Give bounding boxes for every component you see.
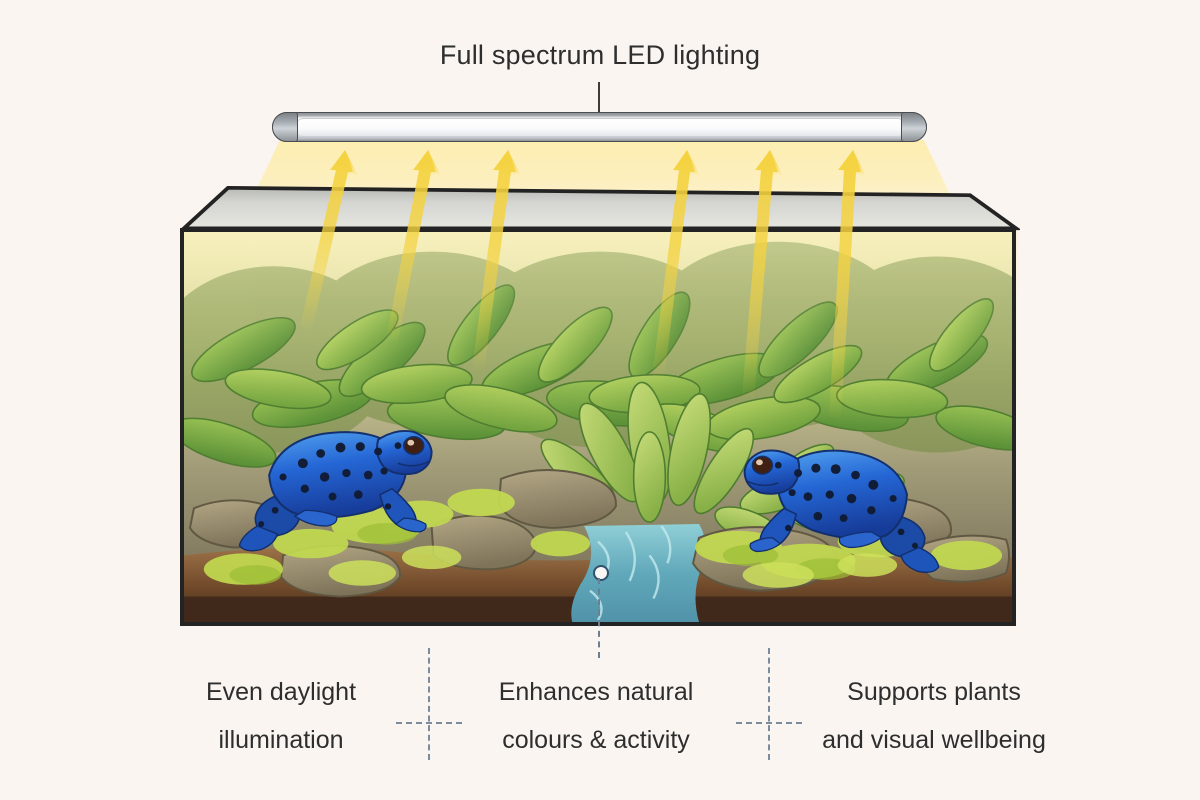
led-light-bar xyxy=(272,112,927,142)
water-callout-line xyxy=(598,578,600,658)
caption-2-line-1: Enhances natural xyxy=(498,678,694,706)
caption-row: Even daylight illumination Enhances natu… xyxy=(0,668,1200,778)
led-end-cap-left xyxy=(272,112,298,142)
divider-2-vertical xyxy=(768,648,770,760)
caption-2-line-2: colours & activity xyxy=(502,726,690,754)
page-title: Full spectrum LED lighting xyxy=(439,40,761,70)
frog-right xyxy=(743,449,940,574)
divider-1-vertical xyxy=(428,648,430,760)
divider-2-horizontal xyxy=(736,722,802,724)
tank-glass-top xyxy=(180,186,1020,231)
caption-3-line-2: and visual wellbeing xyxy=(822,726,1046,754)
terrarium-tank xyxy=(180,186,1020,628)
caption-even-daylight: Even daylight illumination xyxy=(150,668,412,764)
led-bar-body xyxy=(272,112,927,142)
led-bar-diffuser xyxy=(295,118,906,136)
caption-3-line-1: Supports plants xyxy=(847,678,1021,706)
habitat-scene xyxy=(184,232,1012,622)
led-end-cap-right xyxy=(901,112,927,142)
caption-enhances-colours: Enhances natural colours & activity xyxy=(450,668,742,764)
caption-supports-plants: Supports plants and visual wellbeing xyxy=(788,668,1080,764)
divider-1-horizontal xyxy=(396,722,462,724)
water-callout-marker xyxy=(593,565,609,581)
caption-1-line-1: Even daylight xyxy=(205,678,357,706)
title-leader-line xyxy=(598,82,600,114)
caption-1-line-2: illumination xyxy=(218,726,344,754)
